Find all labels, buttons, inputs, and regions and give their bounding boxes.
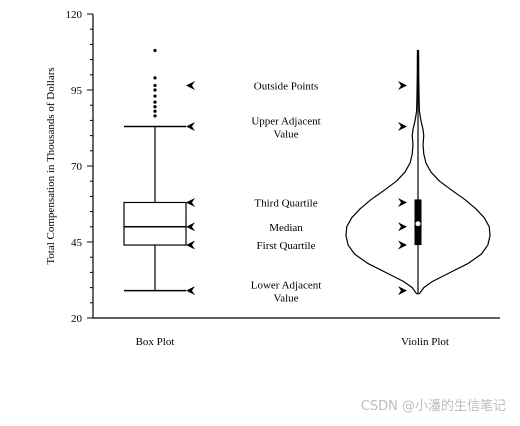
annotation-label: Upper Adjacent (251, 115, 320, 127)
annotation-label: Third Quartile (254, 197, 317, 209)
x-category-box-plot: Box Plot (136, 336, 175, 348)
annotation-label: Median (269, 222, 303, 234)
y-tick-label: 20 (71, 313, 83, 325)
y-tick-label: 95 (71, 85, 83, 97)
violin-plot (345, 49, 491, 295)
annotation-arrow-left (186, 80, 195, 90)
y-tick-label: 70 (71, 161, 83, 173)
iqr-box (123, 201, 187, 246)
y-ticks: 20 45 70 95 120 (66, 9, 93, 325)
annotation-arrow-left (186, 222, 195, 232)
outlier-point (153, 100, 157, 104)
violin-median-point (414, 220, 422, 227)
outlier-point (153, 83, 157, 88)
annotation-arrow-left (186, 286, 195, 296)
annotation-label: Value (273, 293, 298, 305)
x-category-violin-plot: Violin Plot (401, 336, 449, 348)
outlier-point (153, 76, 157, 80)
outlier-point (153, 94, 157, 98)
annotation-arrow-right (398, 240, 407, 250)
annotation-arrow-left (186, 240, 195, 250)
outlier-point (153, 88, 157, 92)
outlier-point (153, 109, 157, 113)
y-axis-label: Total Compensation in Thousands of Dolla… (45, 67, 57, 264)
annotation-arrow-left (186, 197, 195, 207)
annotation-arrow-right (398, 222, 407, 232)
y-tick-label: 45 (71, 237, 83, 249)
outlier-point (153, 105, 157, 109)
annotation-label: First Quartile (257, 240, 316, 252)
annotation-arrow-right (398, 286, 407, 296)
outlier-point (153, 48, 157, 53)
annotation-arrow-right (398, 80, 407, 90)
annotation-label: Lower Adjacent (251, 280, 322, 292)
annotation-label: Outside Points (254, 80, 318, 92)
y-tick-label: 120 (66, 9, 83, 21)
watermark: CSDN @小潘的生信笔记 (360, 399, 506, 414)
annotation-arrow-right (398, 197, 407, 207)
annotation-label: Value (273, 128, 298, 140)
outlier-point (153, 114, 157, 118)
annotation-arrow-right (398, 121, 407, 131)
box-plot (123, 48, 187, 292)
annotation-arrow-left (186, 121, 195, 131)
